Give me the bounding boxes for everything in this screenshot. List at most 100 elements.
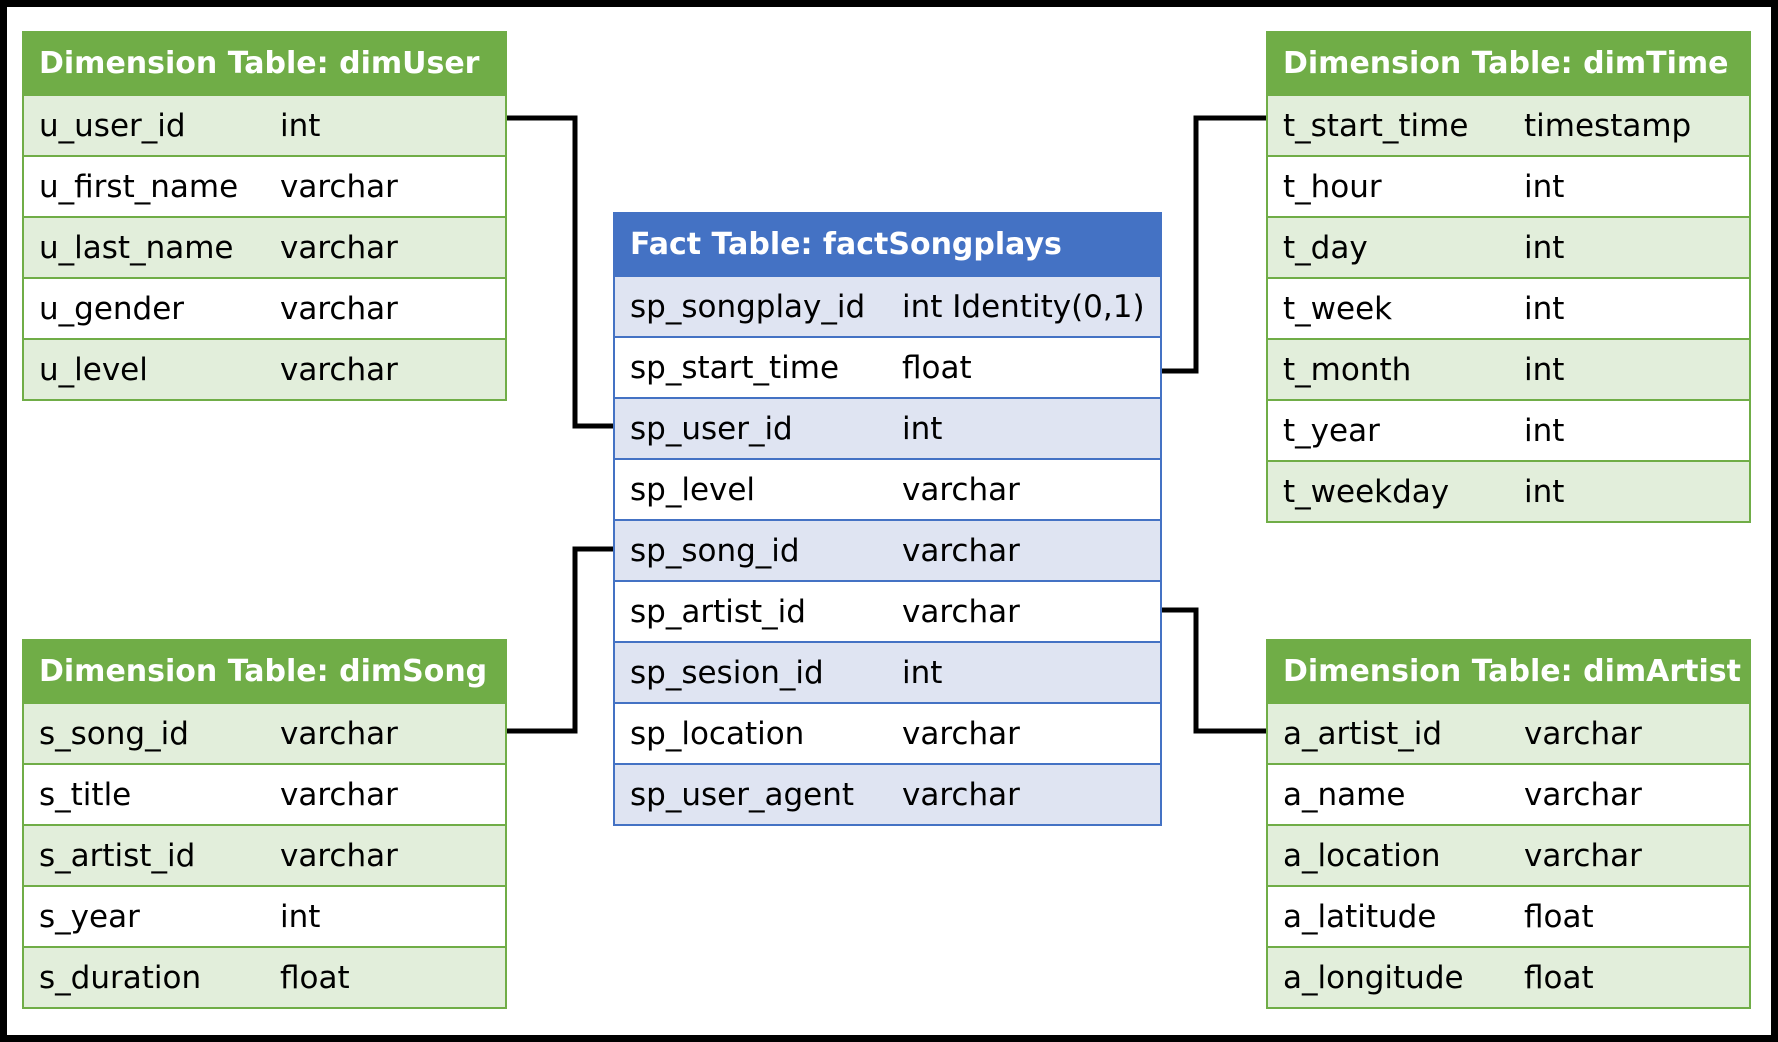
table-dimuser: Dimension Table: dimUser u_user_id int u_… xyxy=(22,31,507,401)
table-factsongplays: Fact Table: factSongplays sp_songplay_id… xyxy=(613,212,1162,826)
connector-user xyxy=(505,115,615,429)
table-row: t_month int xyxy=(1268,338,1749,399)
column-type: varchar xyxy=(902,471,1020,508)
table-row: u_user_id int xyxy=(24,94,505,155)
table-row: a_longitude float xyxy=(1268,946,1749,1007)
table-row: sp_sesion_id int xyxy=(615,641,1160,702)
table-row: a_name varchar xyxy=(1268,763,1749,824)
column-name: t_week xyxy=(1283,290,1393,327)
column-type: int xyxy=(1524,351,1565,388)
column-type: varchar xyxy=(280,776,398,813)
table-title: Dimension Table: dimUser xyxy=(24,33,505,94)
table-title: Fact Table: factSongplays xyxy=(615,214,1160,275)
connector-song xyxy=(505,546,615,734)
column-name: s_artist_id xyxy=(39,837,196,874)
column-type: varchar xyxy=(280,715,398,752)
table-row: sp_artist_id varchar xyxy=(615,580,1160,641)
table-row: s_title varchar xyxy=(24,763,505,824)
column-type: varchar xyxy=(1524,776,1642,813)
connector-artist xyxy=(1160,607,1266,734)
column-name: sp_song_id xyxy=(630,532,800,569)
table-title: Dimension Table: dimSong xyxy=(24,641,505,702)
column-name: u_last_name xyxy=(39,229,234,266)
column-name: t_start_time xyxy=(1283,107,1469,144)
column-name: s_song_id xyxy=(39,715,189,752)
column-name: u_level xyxy=(39,351,148,388)
table-row: sp_songplay_id int Identity(0,1) xyxy=(615,275,1160,336)
column-type: varchar xyxy=(1524,837,1642,874)
column-type: varchar xyxy=(902,776,1020,813)
column-type: int xyxy=(1524,168,1565,205)
column-type: varchar xyxy=(902,532,1020,569)
column-type: float xyxy=(1524,959,1594,996)
table-row: a_latitude float xyxy=(1268,885,1749,946)
table-row: sp_location varchar xyxy=(615,702,1160,763)
column-name: t_weekday xyxy=(1283,473,1450,510)
column-name: s_year xyxy=(39,898,140,935)
column-type: float xyxy=(902,349,972,386)
column-type: varchar xyxy=(902,715,1020,752)
column-type: varchar xyxy=(280,351,398,388)
column-type: float xyxy=(280,959,350,996)
column-type: varchar xyxy=(280,837,398,874)
column-name: sp_user_agent xyxy=(630,776,854,813)
column-type: int xyxy=(1524,473,1565,510)
column-name: sp_sesion_id xyxy=(630,654,824,691)
column-name: u_first_name xyxy=(39,168,239,205)
column-type: int xyxy=(280,107,321,144)
column-name: a_location xyxy=(1283,837,1441,874)
column-name: s_title xyxy=(39,776,132,813)
column-type: varchar xyxy=(902,593,1020,630)
column-name: sp_artist_id xyxy=(630,593,806,630)
column-name: t_hour xyxy=(1283,168,1382,205)
table-row: u_last_name varchar xyxy=(24,216,505,277)
column-type: int Identity(0,1) xyxy=(902,288,1145,325)
column-type: varchar xyxy=(280,290,398,327)
table-row: sp_user_agent varchar xyxy=(615,763,1160,824)
table-row: s_song_id varchar xyxy=(24,702,505,763)
table-title: Dimension Table: dimTime xyxy=(1268,33,1749,94)
table-row: t_weekday int xyxy=(1268,460,1749,521)
column-name: a_longitude xyxy=(1283,959,1464,996)
column-type: int xyxy=(1524,412,1565,449)
column-name: a_name xyxy=(1283,776,1406,813)
table-row: s_year int xyxy=(24,885,505,946)
table-row: u_first_name varchar xyxy=(24,155,505,216)
column-name: a_artist_id xyxy=(1283,715,1443,752)
column-type: int xyxy=(902,410,943,447)
connector-time xyxy=(1160,115,1266,374)
table-row: sp_start_time float xyxy=(615,336,1160,397)
table-row: u_level varchar xyxy=(24,338,505,399)
column-type: varchar xyxy=(280,168,398,205)
table-row: t_year int xyxy=(1268,399,1749,460)
table-row: t_hour int xyxy=(1268,155,1749,216)
column-type: timestamp xyxy=(1524,107,1692,144)
column-type: int xyxy=(1524,290,1565,327)
table-dimtime: Dimension Table: dimTime t_start_time tim… xyxy=(1266,31,1751,523)
column-type: varchar xyxy=(280,229,398,266)
table-row: s_artist_id varchar xyxy=(24,824,505,885)
column-name: t_month xyxy=(1283,351,1412,388)
column-name: t_year xyxy=(1283,412,1380,449)
table-row: t_day int xyxy=(1268,216,1749,277)
table-row: sp_user_id int xyxy=(615,397,1160,458)
column-name: sp_start_time xyxy=(630,349,840,386)
column-name: sp_user_id xyxy=(630,410,793,447)
column-type: int xyxy=(1524,229,1565,266)
column-name: t_day xyxy=(1283,229,1368,266)
column-name: sp_songplay_id xyxy=(630,288,866,325)
table-row: a_location varchar xyxy=(1268,824,1749,885)
column-type: int xyxy=(280,898,321,935)
column-type: int xyxy=(902,654,943,691)
column-name: u_user_id xyxy=(39,107,186,144)
column-name: sp_location xyxy=(630,715,805,752)
column-name: a_latitude xyxy=(1283,898,1437,935)
column-type: float xyxy=(1524,898,1594,935)
